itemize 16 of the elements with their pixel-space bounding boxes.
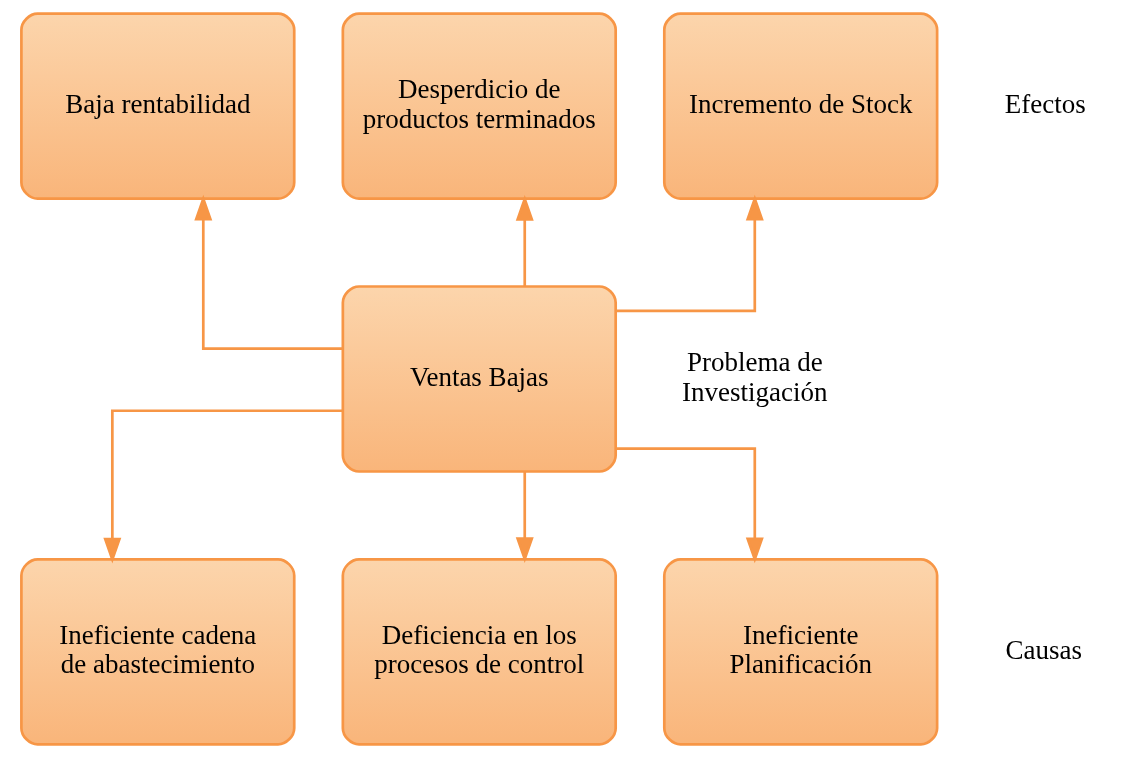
label: Problema de Investigación [682, 346, 828, 407]
arrow [515, 195, 534, 287]
arrow [615, 447, 764, 564]
node-box: Ventas Bajas [341, 285, 617, 473]
arrow [194, 194, 343, 350]
label: Causas [1005, 634, 1083, 665]
label: Efectos [1004, 88, 1086, 119]
node-box: Ineficiente Planificación [662, 557, 939, 746]
node-box: Ineficiente cadena de abastecimiento [20, 557, 296, 746]
arrow [103, 409, 343, 564]
arrow [615, 194, 764, 313]
node-box: Incremento de Stock [662, 12, 939, 201]
node-box: Deficiencia en los procesos de control [341, 557, 617, 746]
arrow [515, 471, 534, 563]
node-box: Desperdicio de productos terminados [341, 12, 617, 201]
node-box: Baja rentabilidad [20, 12, 296, 201]
